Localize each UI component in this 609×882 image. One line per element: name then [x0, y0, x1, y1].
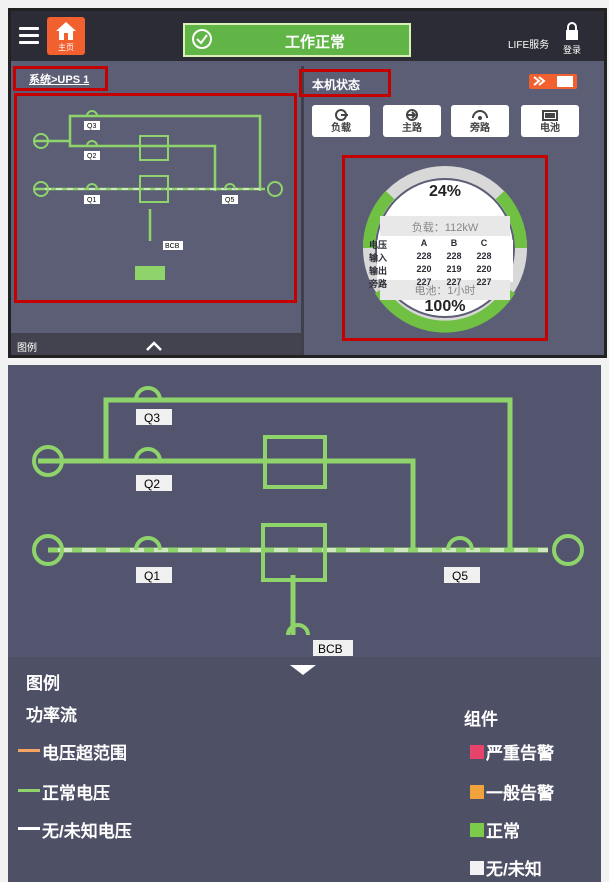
- th-voltage: 电压: [369, 240, 388, 250]
- bypass-label: 旁路: [470, 123, 490, 134]
- row-label: 输入: [369, 253, 388, 263]
- components-heading: 组件: [464, 710, 498, 729]
- flow-over-range-line: [18, 749, 40, 752]
- minor-alarm-label: 一般告警: [486, 784, 554, 803]
- zoom-switch-q3-label[interactable]: Q3: [144, 411, 160, 425]
- mains-button[interactable]: 主路: [383, 105, 441, 137]
- critical-alarm-label: 严重告警: [486, 744, 554, 763]
- login-button[interactable]: 登录: [557, 21, 587, 56]
- legend-title: 图例: [17, 343, 37, 354]
- breadcrumb-highlight: [13, 66, 108, 91]
- cell: 227: [416, 277, 432, 287]
- power-flow-diagram: Q3 Q2 Q1 Q5 BCB: [33, 110, 283, 280]
- cell: 219: [446, 264, 462, 274]
- th-b: B: [450, 238, 458, 248]
- local-status-title: 本机状态: [312, 78, 361, 92]
- system-status-banner[interactable]: 工作正常: [183, 23, 411, 57]
- status-text: 工作正常: [284, 34, 345, 51]
- home-button[interactable]: 主页: [47, 17, 85, 55]
- row-input: 输入 228 228 228: [369, 251, 519, 264]
- cell: 228: [416, 251, 432, 261]
- power-flow-heading: 功率流: [26, 706, 77, 725]
- critical-alarm-swatch: [470, 745, 484, 759]
- zoom-switch-bcb-label[interactable]: BCB: [318, 642, 343, 656]
- gauge-highlight: [342, 155, 548, 341]
- bypass-icon: [472, 110, 488, 120]
- switch-bcb-label[interactable]: BCB: [165, 243, 180, 250]
- zoom-switch-q5-label[interactable]: Q5: [452, 569, 468, 583]
- switch-q5-label[interactable]: Q5: [225, 197, 234, 204]
- load-icon: [335, 109, 348, 121]
- row-label: 输出: [369, 266, 388, 276]
- cell: 228: [446, 251, 462, 261]
- login-label: 登录: [562, 45, 581, 55]
- zoom-switch-q2-label[interactable]: Q2: [144, 477, 160, 491]
- flow-unknown-label: 无/未知电压: [42, 822, 132, 841]
- legend-panel: 图例 功率流 电压超范围 正常电压 无/未知电压 组件 严重告警 一般告警 正常…: [8, 657, 601, 882]
- bypass-button[interactable]: 旁路: [451, 105, 509, 137]
- life-service-link[interactable]: LIFE服务: [508, 40, 550, 51]
- cell: 220: [416, 264, 432, 274]
- row-label: 旁路: [369, 279, 388, 289]
- mains-icon: [406, 109, 418, 121]
- home-icon: [56, 22, 76, 40]
- load-percent: 24%: [428, 183, 462, 200]
- zoomed-power-flow-diagram: Q3 Q2 Q1 Q5 BCB: [32, 386, 584, 656]
- chevron-up-icon[interactable]: [146, 341, 162, 351]
- diagram-highlight: [14, 93, 297, 303]
- view-toggle-icons[interactable]: [529, 74, 577, 89]
- row-bypass: 旁路 227 227 227: [369, 277, 519, 290]
- breadcrumb[interactable]: 系统>UPS 1: [29, 74, 90, 86]
- battery-label: 电池: [540, 123, 560, 134]
- load-kw: 负载：112kW: [411, 222, 479, 234]
- zoom-switch-q1-label[interactable]: Q1: [144, 569, 160, 583]
- row-output: 输出 220 219 220: [369, 264, 519, 277]
- cell: 228: [476, 251, 492, 261]
- th-a: A: [420, 238, 428, 248]
- normal-swatch: [470, 823, 484, 837]
- legend-heading: 图例: [26, 674, 60, 693]
- chevron-down-icon[interactable]: [288, 663, 318, 677]
- cell: 227: [446, 277, 462, 287]
- th-c: C: [480, 238, 488, 248]
- cell: 220: [476, 264, 492, 274]
- battery-icon: [542, 110, 558, 121]
- battery-runtime: 电池：1小时: [414, 285, 476, 297]
- flow-over-range-label: 电压超范围: [42, 744, 127, 763]
- legend-bar[interactable]: 图例: [11, 333, 302, 355]
- mains-label: 主路: [402, 123, 422, 134]
- check-circle-icon: [192, 29, 212, 49]
- local-status-highlight: [299, 69, 391, 97]
- status-gauge: [362, 166, 528, 333]
- flow-unknown-line: [18, 827, 40, 830]
- load-button[interactable]: 负载: [312, 105, 370, 137]
- minor-alarm-swatch: [470, 785, 484, 799]
- flow-normal-line: [18, 789, 40, 792]
- voltage-table: 电压 A B C 输入 228 228 228 输出 220 219 220 旁路 227 227 22…: [369, 238, 519, 290]
- switch-q2-label[interactable]: Q2: [87, 153, 96, 160]
- flow-normal-label: 正常电压: [42, 784, 110, 803]
- unknown-swatch: [470, 861, 484, 875]
- zoomed-diagram-screen: Q3 Q2 Q1 Q5 BCB 图例 功率流 电压超范围 正常电压 无/未知电压…: [8, 365, 601, 882]
- menu-icon[interactable]: [19, 27, 39, 44]
- ups-overview-screen: 主页 工作正常 LIFE服务 登录 系统>UPS 1: [8, 8, 607, 358]
- top-bar: 主页 工作正常 LIFE服务 登录: [11, 11, 604, 61]
- home-label: 主页: [58, 43, 74, 52]
- load-label: 负载: [331, 123, 351, 134]
- voltage-table-header: 电压 A B C: [369, 238, 519, 251]
- battery-button[interactable]: 电池: [521, 105, 579, 137]
- unknown-label: 无/未知: [486, 860, 542, 879]
- list-icon[interactable]: [529, 74, 577, 89]
- normal-label: 正常: [486, 822, 520, 841]
- switch-q3-label[interactable]: Q3: [87, 123, 96, 130]
- panel-divider: [301, 66, 304, 355]
- battery-percent: 100%: [424, 298, 466, 315]
- switch-q1-label[interactable]: Q1: [87, 197, 96, 204]
- lock-icon: [566, 22, 578, 40]
- cell: 227: [476, 277, 492, 287]
